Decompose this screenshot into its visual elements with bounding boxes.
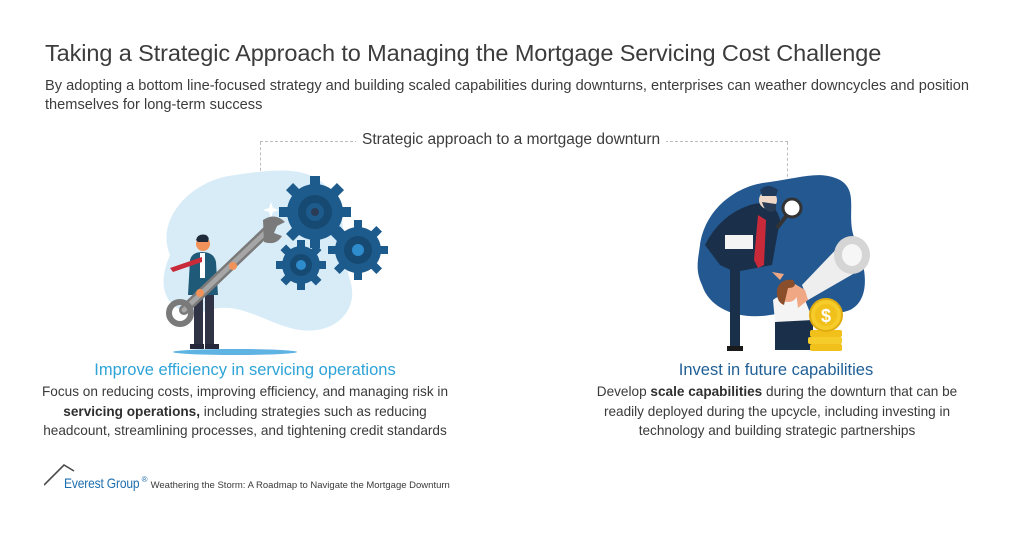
mountain-logo-icon (44, 463, 75, 486)
right-heading: Invest in future capabilities (678, 361, 874, 379)
svg-text:$: $ (821, 306, 831, 326)
page-title: Taking a Strategic Approach to Managing … (45, 40, 882, 66)
bracket-left-line (260, 142, 261, 176)
bracket-right-line (787, 142, 788, 182)
page-subtitle: By adopting a bottom line-focused strate… (45, 78, 970, 113)
left-body-pre: Focus on reducing costs, improving effic… (42, 384, 448, 399)
telescope-coins-illustration: $ (697, 175, 870, 351)
gear-icon (276, 240, 326, 290)
right-body: Develop scale capabilities during the do… (586, 382, 968, 441)
footer-caption: Weathering the Storm: A Roadmap to Navig… (150, 480, 450, 491)
telescope-icon (802, 236, 870, 300)
dollar-coins-icon: $ (808, 298, 843, 351)
wrench-icon (166, 216, 285, 327)
right-body-pre: Develop (596, 384, 651, 399)
right-body-bold: scale capabilities (650, 384, 763, 399)
left-body-bold: servicing operations, (63, 403, 201, 419)
wrench-gears-illustration (163, 170, 388, 355)
footer: Everest Group® Weathering the Storm: A R… (44, 463, 450, 493)
left-heading: Improve efficiency in servicing operatio… (94, 361, 396, 379)
everest-group-logo: Everest Group (64, 475, 140, 491)
registered-mark: ® (141, 474, 148, 484)
right-body-post: during the downturn that can be readily … (603, 384, 958, 438)
left-body-post: including strategies such as reducing he… (43, 403, 447, 439)
businessman-magnifier-figure (705, 186, 803, 351)
gear-icon (328, 220, 388, 280)
diagram-label: Strategic approach to a mortgage downtur… (356, 131, 667, 149)
left-body: Focus on reducing costs, improving effic… (40, 382, 450, 441)
sparkle-icon (263, 202, 279, 218)
woman-figure (773, 279, 813, 350)
